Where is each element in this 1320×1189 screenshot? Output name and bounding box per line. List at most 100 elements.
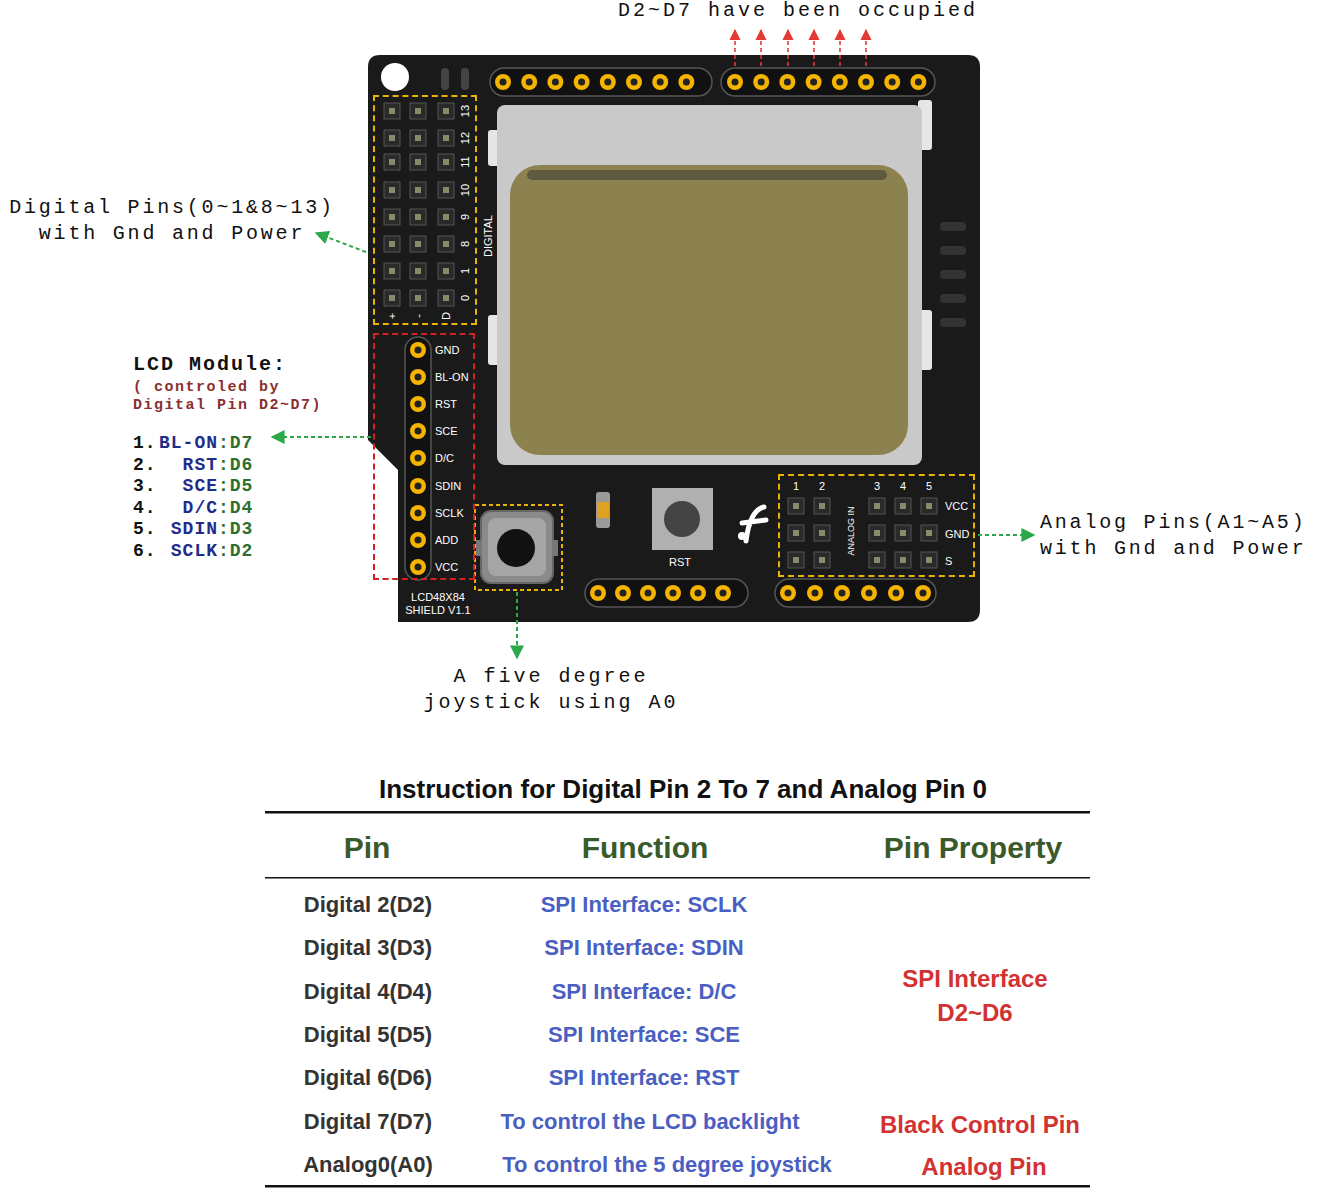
header-pin <box>410 396 426 412</box>
header-pin-hole <box>415 483 422 490</box>
male-pin-tip <box>819 503 825 509</box>
header-pin-hole <box>415 455 422 462</box>
header-pin <box>678 74 694 90</box>
pin-label: 9 <box>459 214 471 220</box>
header-pin-hole <box>415 510 422 517</box>
edge-slot <box>940 270 966 279</box>
male-pin-tip <box>926 530 932 536</box>
header-pin-hole <box>500 79 507 86</box>
header-pin-hole <box>839 590 846 597</box>
callout-label: ( controled by Digital Pin D2~D7) <box>133 379 329 415</box>
male-pin-tip <box>415 295 421 301</box>
male-pin-tip <box>443 159 449 165</box>
header-pin-hole <box>415 374 422 381</box>
joystick <box>476 511 558 583</box>
pin-label: 12 <box>459 132 471 144</box>
male-pin-tip <box>819 530 825 536</box>
header-pin <box>910 74 926 90</box>
header-pin-hole <box>866 590 873 597</box>
leader-line <box>734 30 736 66</box>
male-pin-tip <box>793 530 799 536</box>
male-pin-tip <box>874 530 880 536</box>
header-pin <box>806 74 822 90</box>
male-pin-tip <box>443 135 449 141</box>
header-pin <box>807 585 823 601</box>
header-pin-hole <box>657 79 664 86</box>
table-cell: Digital 7(D7) <box>304 1109 432 1135</box>
male-pin-tip <box>443 187 449 193</box>
pin-assignment: SDIN <box>171 519 218 539</box>
male-pin <box>410 263 426 279</box>
pin-label: 3 <box>874 480 880 492</box>
pin-label: 13 <box>459 105 471 117</box>
pin-label: 2 <box>819 480 825 492</box>
pin-label: S <box>945 555 952 567</box>
leader-line <box>865 30 867 66</box>
header-pin-hole <box>415 537 422 544</box>
male-pin <box>384 130 400 146</box>
edge-slot <box>940 318 966 327</box>
header-pin <box>590 585 606 601</box>
pin-label: 11 <box>459 156 471 167</box>
pin-label: - <box>412 314 424 318</box>
table-rule <box>265 1185 1090 1188</box>
male-pin-tip <box>926 503 932 509</box>
header-pin <box>727 74 743 90</box>
lcd-frame <box>497 105 922 465</box>
header-pin <box>888 585 904 601</box>
table-cell: SPI Interface D2~D6 <box>885 962 1065 1030</box>
table-cell: Digital 3(D3) <box>304 935 432 961</box>
reset-button <box>652 488 713 550</box>
header-pin <box>858 74 874 90</box>
callout-label: RST <box>669 556 691 568</box>
edge-slot <box>940 222 966 231</box>
slot <box>441 68 449 90</box>
table-cell: SPI Interface: SDIN <box>544 935 743 961</box>
pin-assignment: RST <box>183 455 218 475</box>
header-pin <box>410 342 426 358</box>
analog-pin-box: 12345ANALOG INVCCGNDS <box>778 474 975 577</box>
pin-assignment: D/C <box>183 498 218 518</box>
male-pin <box>814 525 830 541</box>
callout-label: D2~D7 have been occupied <box>618 0 978 24</box>
male-pin-tip <box>443 268 449 274</box>
joystick-knob <box>497 529 535 567</box>
male-pin-tip <box>389 135 395 141</box>
header-pin <box>652 74 668 90</box>
slot <box>461 68 469 90</box>
male-pin <box>410 154 426 170</box>
male-pin <box>384 182 400 198</box>
header-pin-hole <box>415 401 422 408</box>
board <box>368 55 980 622</box>
pin-label: BL-ON <box>435 371 469 383</box>
pin-label: SDIN <box>435 480 461 492</box>
header-pin <box>615 585 631 601</box>
header-pin-hole <box>720 590 727 597</box>
male-pin <box>410 130 426 146</box>
header-pin-hole <box>552 79 559 86</box>
male-pin-tip <box>819 557 825 563</box>
table-cell: Black Control Pin <box>880 1108 1080 1142</box>
male-pin <box>895 525 911 541</box>
male-pin <box>410 209 426 225</box>
table-rule <box>265 811 1090 814</box>
header-pin <box>410 559 426 575</box>
joystick-side <box>552 540 558 556</box>
leader-line <box>813 30 815 66</box>
male-pin-tip <box>415 108 421 114</box>
male-pin-tip <box>415 214 421 220</box>
callout-arrows <box>272 30 1034 658</box>
male-pin <box>410 290 426 306</box>
lcd-screen <box>510 165 908 455</box>
male-pin-tip <box>926 557 932 563</box>
male-pin <box>438 236 454 252</box>
header-pin-hole <box>415 428 422 435</box>
male-pin <box>384 236 400 252</box>
male-pin <box>921 498 937 514</box>
header-pin-hole <box>732 79 739 86</box>
header-pin-hole <box>810 79 817 86</box>
led <box>597 502 609 518</box>
leader-line <box>839 30 841 66</box>
male-pin-tip <box>443 295 449 301</box>
male-pin <box>814 552 830 568</box>
